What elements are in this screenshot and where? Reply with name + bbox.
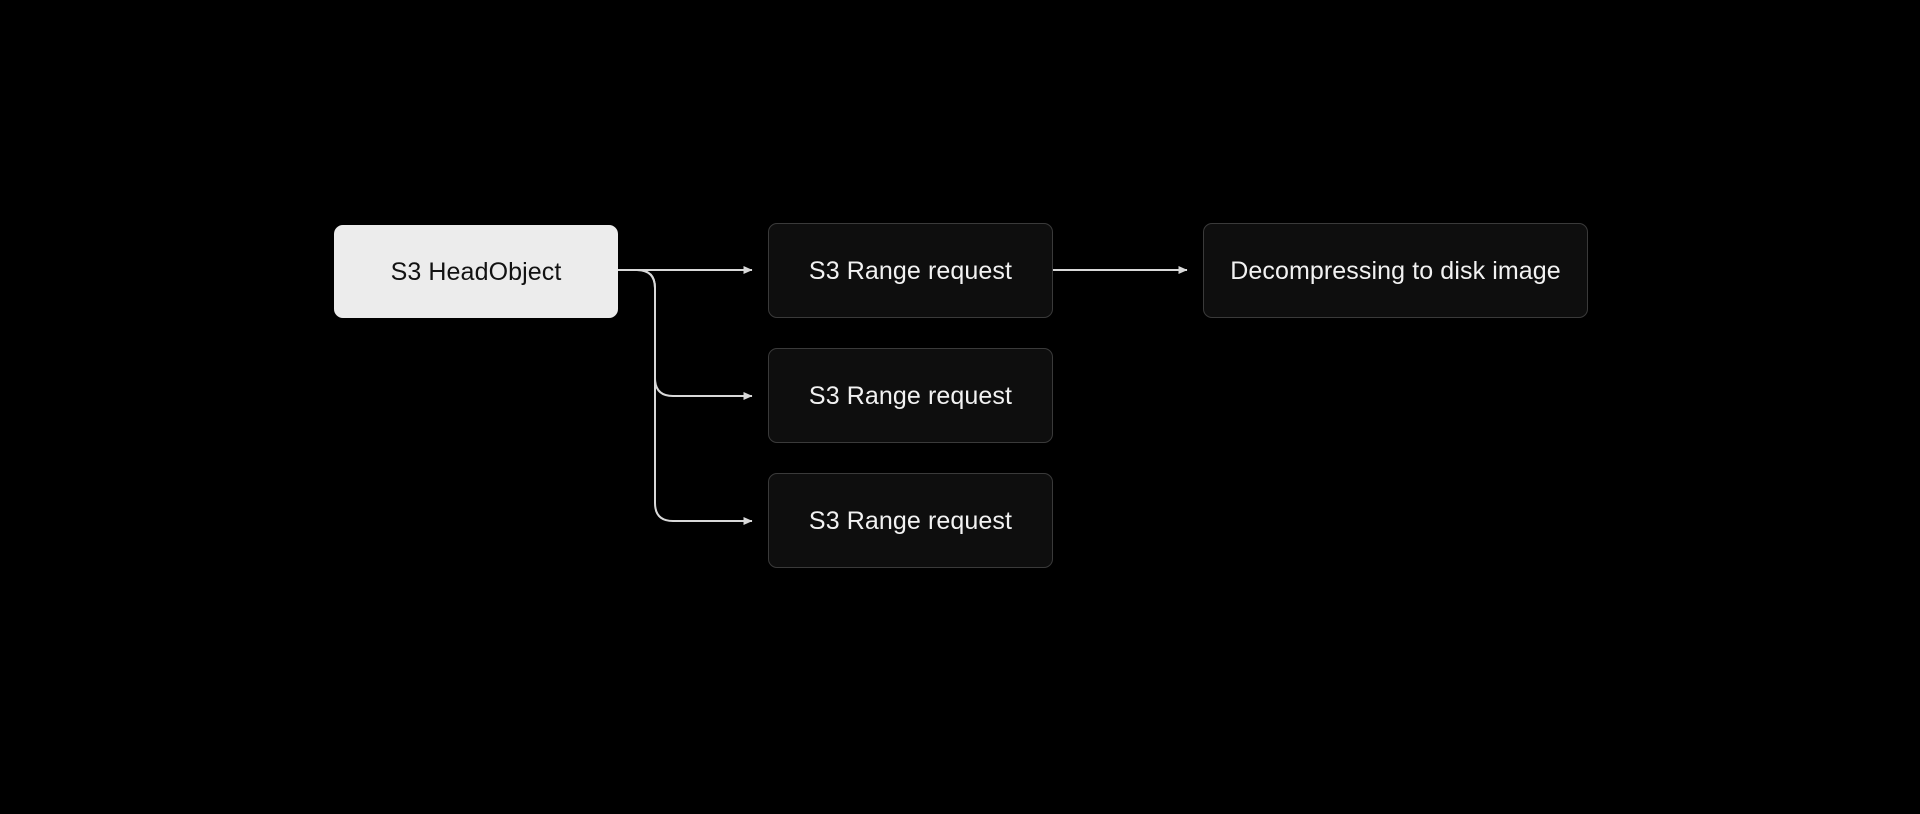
edge-head-to-range-2 <box>618 269 753 400</box>
node-label: S3 Range request <box>808 381 1013 410</box>
node-label: Decompressing to disk image <box>1230 256 1561 285</box>
node-s3-headobject[interactable]: S3 HeadObject <box>334 225 618 318</box>
node-label: S3 Range request <box>808 506 1013 535</box>
node-label: S3 Range request <box>808 256 1013 285</box>
node-label: S3 HeadObject <box>390 257 562 286</box>
node-s3-range-request-3[interactable]: S3 Range request <box>768 473 1053 568</box>
node-decompressing-to-disk-image[interactable]: Decompressing to disk image <box>1203 223 1588 318</box>
node-s3-range-request-1[interactable]: S3 Range request <box>768 223 1053 318</box>
edge-head-to-range-3 <box>618 269 753 525</box>
node-s3-range-request-2[interactable]: S3 Range request <box>768 348 1053 443</box>
